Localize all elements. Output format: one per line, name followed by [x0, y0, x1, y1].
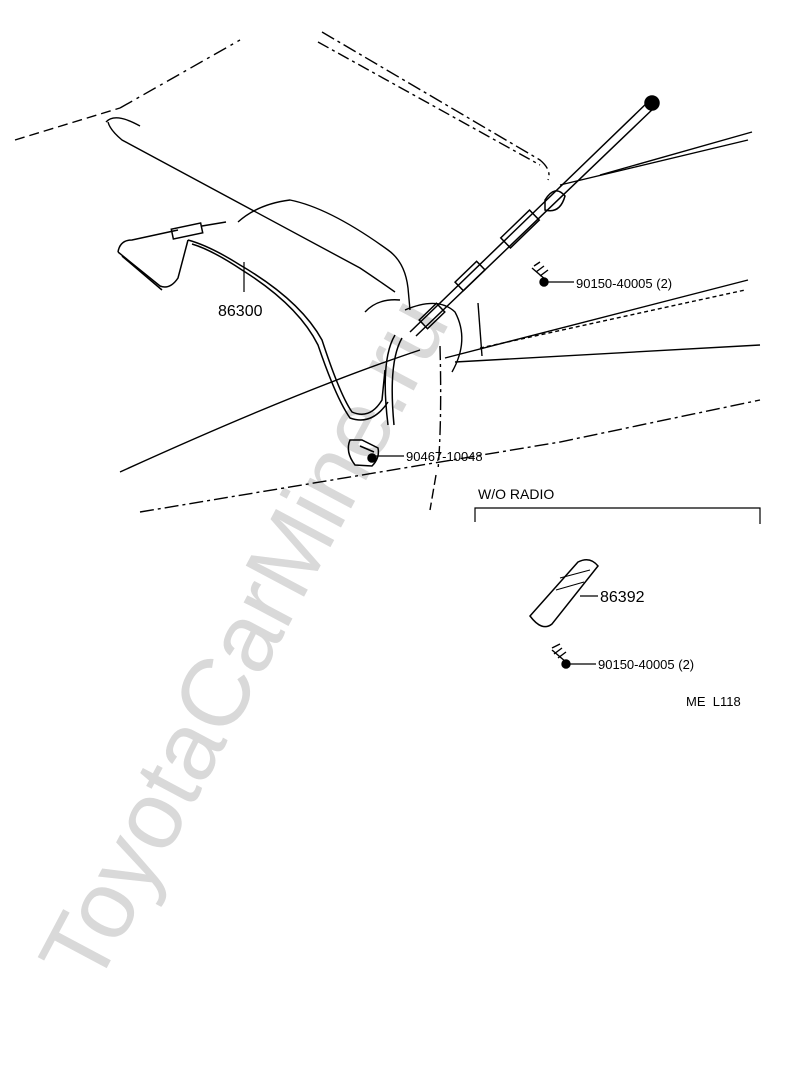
screw-lower-icon: [551, 643, 571, 669]
antenna-cable: [117, 221, 389, 421]
watermark: ToyotaCarMine.ru: [19, 281, 469, 1000]
diagram-code: ME L118: [686, 694, 741, 709]
label-screw-lower: 90150-40005 (2): [598, 657, 694, 672]
screw-upper-icon: [531, 261, 549, 287]
label-cover: 86392: [600, 589, 645, 606]
label-section-wo-radio: W/O RADIO: [478, 486, 554, 502]
clip-icon: [347, 439, 380, 467]
cover-icon: [529, 559, 599, 628]
label-screw-upper: 90150-40005 (2): [576, 276, 672, 291]
label-antenna-cable: 86300: [218, 303, 263, 320]
car-body-outline: [14, 31, 761, 513]
antenna-tip-icon: [644, 95, 660, 111]
leader-lines: [243, 262, 598, 665]
wo-radio-bracket: [474, 507, 761, 524]
antenna-mast: [384, 95, 660, 426]
label-clip: 90467-10048: [406, 449, 483, 464]
